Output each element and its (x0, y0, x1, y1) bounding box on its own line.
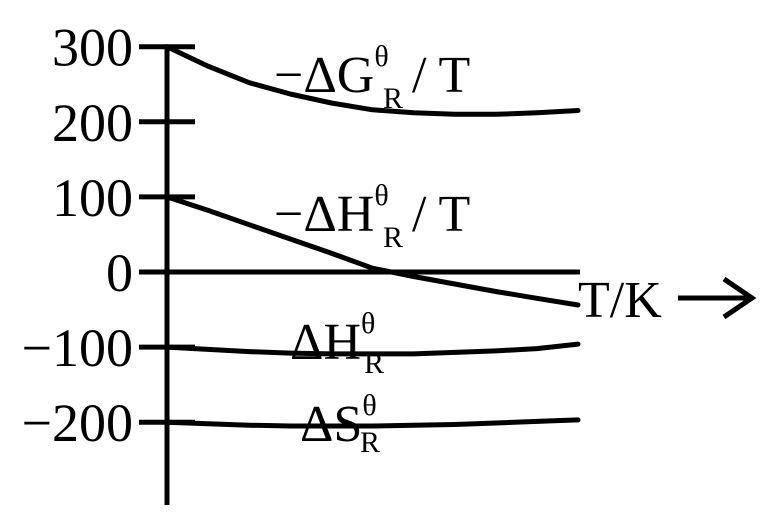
label-s-sup: θ (362, 389, 376, 422)
label-hot-suffix: / T (412, 186, 470, 243)
y-tick-label: 200 (52, 93, 133, 153)
svg-text:−ΔHθ: −ΔHθ (274, 179, 389, 243)
label-g-sup: θ (374, 40, 388, 73)
label-h-sub: R (364, 347, 384, 380)
y-tick-label: 300 (52, 18, 133, 78)
label-hot-prefix: −Δ (274, 186, 337, 243)
svg-text:ΔHθ: ΔHθ (290, 307, 375, 371)
y-tick-label: 100 (52, 168, 133, 228)
y-tick-label: 0 (106, 243, 133, 303)
series-line-h (164, 341, 581, 357)
curve-label-s: ΔSθ R (300, 389, 380, 459)
label-g-prefix: −Δ (274, 47, 337, 104)
label-s-main: S (333, 396, 362, 453)
curve-label-h: ΔHθ R (290, 307, 384, 380)
svg-text:−ΔGθ: −ΔGθ (274, 40, 389, 104)
label-hot-main: H (337, 186, 375, 243)
y-tick-label: −100 (22, 318, 133, 378)
y-tick-label: −200 (22, 393, 133, 453)
label-h-prefix: Δ (290, 314, 323, 371)
curves (164, 44, 581, 429)
curve-label-h-over-t: −ΔHθ R / T (274, 179, 470, 254)
label-s-prefix: Δ (300, 396, 333, 453)
series-line-h-over-t (164, 194, 581, 308)
y-ticks: 300 200 100 0 −100 −200 (22, 18, 195, 453)
x-axis-title: T/K (578, 272, 662, 329)
svg-text:ΔSθ: ΔSθ (300, 389, 377, 453)
label-g-main: G (337, 47, 375, 104)
label-h-main: H (323, 314, 361, 371)
label-s-sub: R (360, 426, 380, 459)
x-axis-arrow-icon (678, 276, 757, 320)
series-line-g (164, 44, 581, 117)
label-g-suffix: / T (412, 47, 470, 104)
series-line-s (164, 417, 581, 429)
label-h-sup: θ (361, 307, 375, 340)
label-g-sub: R (383, 82, 403, 115)
curve-label-g: −ΔGθ R / T (274, 40, 470, 115)
label-hot-sup: θ (374, 179, 388, 212)
label-hot-sub: R (383, 221, 403, 254)
